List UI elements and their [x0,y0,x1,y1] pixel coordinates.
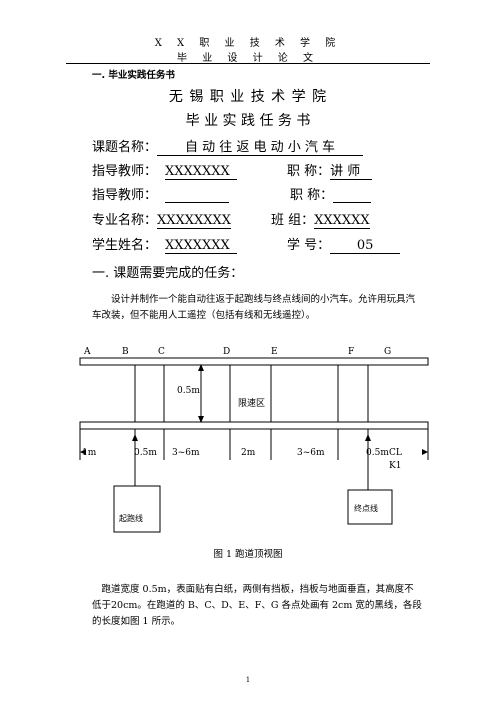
segment-label: 3~6m [297,448,325,458]
task-heading: 一. 课题需要完成的任务： [92,266,244,281]
class-label: 班 组： [271,213,315,228]
width-label: 0.5m [177,386,200,396]
k1-label: K1 [389,461,401,471]
arrowhead [80,449,86,455]
title1-value: 讲 师 [330,160,373,180]
header-divider [66,63,430,64]
class-value: XXXXXX [314,213,370,229]
header-school: X X 职 业 技 术 学 院 [154,38,342,49]
advisor1-row: 指导教师： XXXXXXX [92,160,238,180]
segment-label: 1m [82,448,97,458]
start-box [113,485,161,533]
point-label: B [122,347,129,357]
point-label: A [83,347,91,357]
end-box [347,489,393,525]
topic-label: 课题名称： [92,140,158,155]
student-value: XXXXXXX [165,238,238,254]
header-doc-type: 毕 业 设 计 论 文 [177,53,319,64]
task-text: 设计并制作一个能自动往返于起跑线与终点线间的小汽车。允许用玩具汽车改装，但不能用… [92,294,416,321]
advisor2-label: 指导教师： [92,188,158,203]
arrowhead [422,449,428,455]
id-label: 学 号： [287,238,331,253]
point-label: G [384,347,391,357]
doc-title: 毕 业 实 践 任 务 书 [185,113,311,129]
school-title: 无 锡 职 业 技 术 学 院 [168,89,328,105]
advisor2-value [165,188,230,203]
point-label: D [223,347,230,357]
segment-label: CL [389,448,402,458]
point-label: E [271,347,278,357]
id-value: 05 [330,238,401,254]
end-label: 终点线 [354,503,378,513]
major-label: 专业名称： [92,213,158,228]
advisor1-value: XXXXXXX [165,164,238,180]
start-label: 起跑线 [119,513,143,523]
advisor2-row: 指导教师： [92,184,230,203]
segment-label: 0.5m [366,448,389,458]
topic-row: 课题名称：自 动 往 返 电 动 小 汽 车 [92,136,364,156]
figure-caption: 图 1 跑道顶视图 [213,549,283,560]
topic-value: 自 动 往 返 电 动 小 汽 车 [157,136,364,156]
arrowhead [198,364,204,371]
zone-label: 限速区 [238,398,265,409]
major-value: XXXXXXXX [157,213,232,229]
title2-value [333,188,372,203]
segment-label: 3~6m [172,448,200,458]
segment-label: 2m [241,448,256,458]
point-label: C [158,347,165,357]
major-row: 专业名称：XXXXXXXX [92,209,232,229]
arrowhead [198,416,204,423]
title2-label: 职 称： [290,188,334,203]
title1-label: 职 称： [287,164,331,179]
point-label: F [348,347,354,357]
id-row: 学 号：05 [287,234,401,254]
top-barrier [79,357,429,366]
class-row: 班 组：XXXXXX [271,209,370,229]
title2-row: 职 称： [290,184,372,203]
arrowhead [365,434,371,441]
track-text: 跑道宽度 0.5m，表面贴有白纸，两侧有挡板，挡板与地面垂直，其高度不低于20c… [92,584,422,627]
section-heading: 一. 毕业实践任务书 [92,70,175,81]
student-label: 学生姓名： [92,238,158,253]
title1-row: 职 称：讲 师 [287,160,373,180]
bottom-barrier [79,421,429,430]
advisor1-label: 指导教师： [92,164,158,179]
page-number: 1 [245,676,251,684]
arrowhead [132,434,138,441]
student-row: 学生姓名： XXXXXXX [92,234,238,254]
segment-label: 0.5m [134,448,157,458]
